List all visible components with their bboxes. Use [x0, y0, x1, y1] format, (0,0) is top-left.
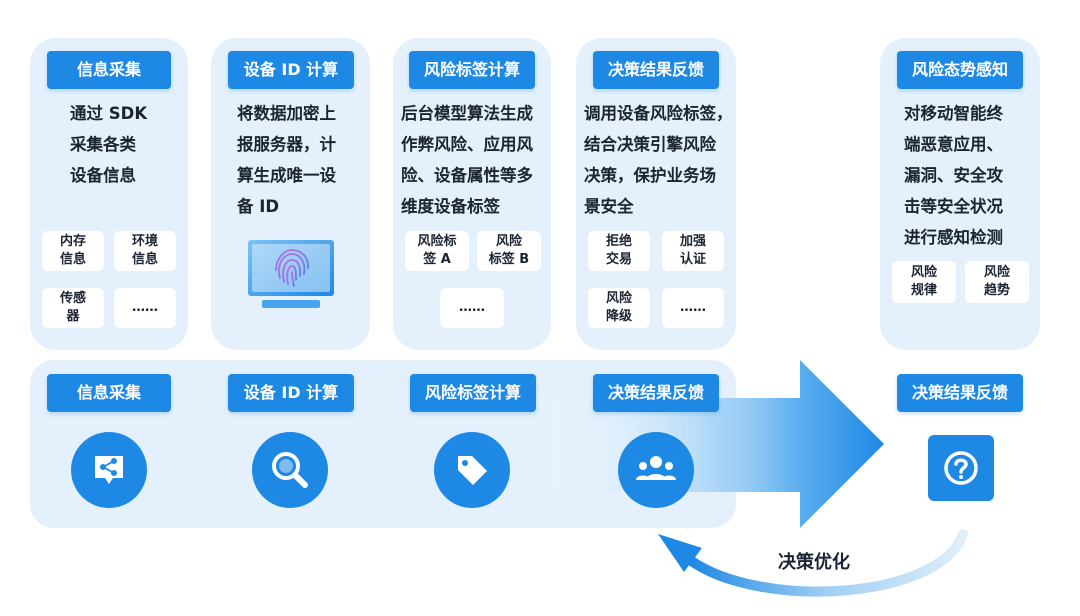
stage-description: 将数据加密上 报服务器，计 算生成唯一设 备 ID: [237, 98, 336, 222]
stage-description: 通过 SDK 采集各类 设备信息: [70, 98, 147, 191]
chip-text: 签 A: [423, 252, 451, 267]
chip-text: 风险: [495, 234, 522, 249]
desc-line: 报服务器，计: [237, 135, 336, 154]
flow-header-decision-feedback: 决策结果反馈: [593, 374, 719, 412]
desc-line: 备 ID: [237, 197, 280, 216]
chip-text: 风险: [983, 265, 1010, 280]
chip-text: 风险标: [417, 234, 457, 249]
chip-text: ……: [132, 300, 158, 315]
chip-text: 趋势: [983, 283, 1010, 298]
flow-header-final-feedback: 决策结果反馈: [897, 374, 1023, 412]
desc-line: 调用设备风险标签，: [584, 104, 733, 123]
desc-line: 设备信息: [70, 166, 136, 185]
stage-header: 风险态势感知: [897, 51, 1023, 89]
flow-header-device-id: 设备 ID 计算: [228, 374, 354, 412]
stage-card-info-collection: 信息采集 通过 SDK 采集各类 设备信息 内存 信息 环境 信息 传感 器 ……: [30, 38, 188, 350]
chip-environment-info: 环境 信息: [114, 231, 176, 271]
chip-text: 信息: [59, 252, 86, 267]
flow-header-info-collection: 信息采集: [47, 374, 171, 412]
chip-more: ……: [662, 288, 724, 328]
chip-text: 拒绝: [605, 234, 632, 249]
stage-header: 信息采集: [47, 51, 171, 89]
chip-risk-downgrade: 风险 降级: [588, 288, 650, 328]
desc-line: 作弊风险、应用风: [401, 135, 533, 154]
chip-text: 环境: [131, 234, 158, 249]
people-icon: [618, 432, 694, 508]
chip-text: 器: [66, 309, 80, 324]
chip-text: 传感: [59, 291, 86, 306]
desc-line: 景安全: [584, 197, 634, 216]
chip-text: 认证: [679, 252, 706, 267]
stage-description: 对移动智能终 端恶意应用、 漏洞、安全攻 击等安全状况 进行感知检测: [904, 98, 1003, 253]
desc-line: 击等安全状况: [904, 197, 1003, 216]
chip-text: 加强: [679, 234, 706, 249]
stage-card-device-id: 设备 ID 计算 将数据加密上 报服务器，计 算生成唯一设 备 ID: [211, 38, 370, 350]
chip-text: 风险: [910, 265, 937, 280]
chip-strengthen-auth: 加强 认证: [662, 231, 724, 271]
chip-text: 内存: [59, 234, 86, 249]
chip-risk-pattern: 风险 规律: [892, 261, 956, 303]
chip-text: 信息: [131, 252, 158, 267]
flow-header-risk-tags: 风险标签计算: [410, 374, 536, 412]
chip-memory-info: 内存 信息: [42, 231, 104, 271]
loop-label: 决策优化: [778, 552, 850, 573]
chip-text: 规律: [910, 283, 937, 298]
chip-risk-tag-a: 风险标 签 A: [405, 231, 469, 271]
magnifier-icon: [252, 432, 328, 508]
chip-text: 交易: [605, 252, 632, 267]
chip-risk-trend: 风险 趋势: [965, 261, 1029, 303]
chip-text: 标签 B: [488, 252, 530, 267]
desc-line: 通过 SDK: [70, 104, 148, 123]
chip-text: ……: [459, 300, 485, 315]
desc-line: 决策，保护业务场: [584, 166, 716, 185]
stage-description: 后台模型算法生成 作弊风险、应用风 险、设备属性等多 维度设备标签: [401, 98, 533, 222]
stage-header: 决策结果反馈: [593, 51, 719, 89]
desc-line: 采集各类: [70, 135, 136, 154]
chip-risk-tag-b: 风险 标签 B: [477, 231, 541, 271]
stage-card-risk-tags: 风险标签计算 后台模型算法生成 作弊风险、应用风 险、设备属性等多 维度设备标签…: [393, 38, 551, 350]
stage-card-risk-awareness: 风险态势感知 对移动智能终 端恶意应用、 漏洞、安全攻 击等安全状况 进行感知检…: [880, 38, 1040, 350]
desc-line: 漏洞、安全攻: [904, 166, 1003, 185]
desc-line: 进行感知检测: [904, 228, 1003, 247]
desc-line: 端恶意应用、: [904, 135, 1003, 154]
stage-header: 设备 ID 计算: [228, 51, 354, 89]
desc-line: 后台模型算法生成: [401, 104, 533, 123]
share-chat-icon: [71, 432, 147, 508]
stage-header: 风险标签计算: [409, 51, 535, 89]
chip-text: ……: [680, 300, 706, 315]
tag-icon: [434, 432, 510, 508]
desc-line: 对移动智能终: [904, 104, 1003, 123]
stage-card-decision-feedback: 决策结果反馈 调用设备风险标签， 结合决策引擎风险 决策，保护业务场 景安全 拒…: [576, 38, 736, 350]
chip-text: 风险: [605, 291, 632, 306]
fingerprint-monitor-icon: [246, 238, 336, 314]
question-icon: [928, 435, 994, 501]
chip-sensor: 传感 器: [42, 288, 104, 328]
chip-more: ……: [440, 288, 504, 328]
chip-more: ……: [114, 288, 176, 328]
chip-reject-transaction: 拒绝 交易: [588, 231, 650, 271]
desc-line: 结合决策引擎风险: [584, 135, 716, 154]
stage-description: 调用设备风险标签， 结合决策引擎风险 决策，保护业务场 景安全: [584, 98, 733, 222]
chip-text: 降级: [605, 309, 632, 324]
desc-line: 算生成唯一设: [237, 166, 336, 185]
desc-line: 将数据加密上: [237, 104, 336, 123]
desc-line: 险、设备属性等多: [401, 166, 533, 185]
desc-line: 维度设备标签: [401, 197, 500, 216]
